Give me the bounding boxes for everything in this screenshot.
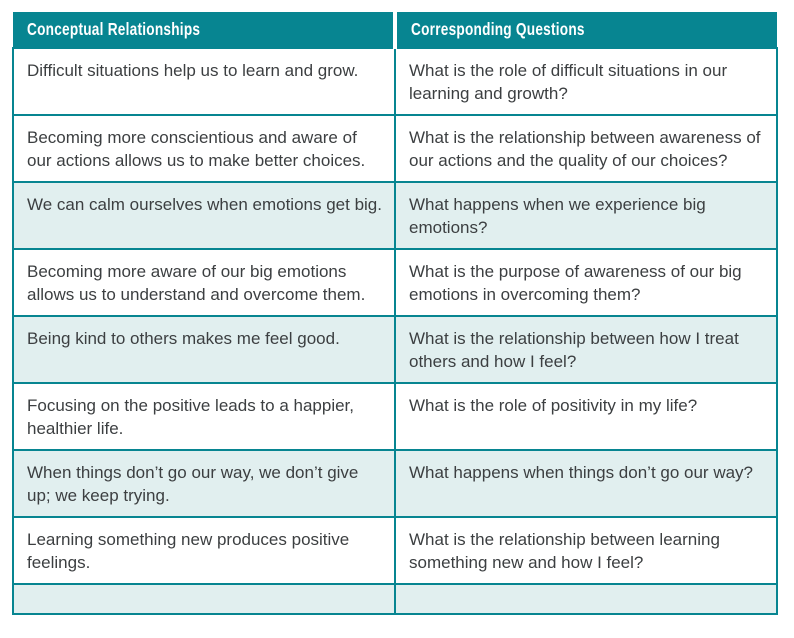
table-row: Focusing on the positive leads to a happ… — [12, 382, 778, 451]
relationship-cell: Being kind to others makes me feel good. — [12, 315, 396, 384]
question-cell: What is the relationship between learnin… — [394, 516, 778, 585]
table-row: Learning something new produces positive… — [12, 516, 778, 585]
question-cell: What happens when things don’t go our wa… — [394, 449, 778, 518]
conceptual-relationships-table: Conceptual Relationships Corresponding Q… — [12, 12, 778, 615]
relationship-cell — [12, 583, 396, 615]
relationship-cell: When things don’t go our way, we don’t g… — [12, 449, 396, 518]
question-cell: What happens when we experience big emot… — [394, 181, 778, 250]
relationship-cell: Learning something new produces positive… — [12, 516, 396, 585]
table-row: Difficult situations help us to learn an… — [12, 47, 778, 116]
table-header: Conceptual Relationships Corresponding Q… — [13, 12, 777, 48]
table-row: Becoming more conscientious and aware of… — [12, 114, 778, 183]
relationship-cell: We can calm ourselves when emotions get … — [12, 181, 396, 250]
table-row: When things don’t go our way, we don’t g… — [12, 449, 778, 518]
table-row — [12, 583, 778, 615]
question-cell: What is the role of difficult situations… — [394, 47, 778, 116]
relationship-cell: Difficult situations help us to learn an… — [12, 47, 396, 116]
table-row: Being kind to others makes me feel good.… — [12, 315, 778, 384]
question-cell: What is the role of positivity in my lif… — [394, 382, 778, 451]
relationship-cell: Becoming more conscientious and aware of… — [12, 114, 396, 183]
question-cell: What is the relationship between how I t… — [394, 315, 778, 384]
question-cell — [394, 583, 778, 615]
header-row: Conceptual Relationships Corresponding Q… — [13, 12, 777, 48]
relationship-cell: Focusing on the positive leads to a happ… — [12, 382, 396, 451]
question-cell: What is the relationship between awarene… — [394, 114, 778, 183]
table-row: Becoming more aware of our big emotions … — [12, 248, 778, 317]
header-cell-conceptual-relationships: Conceptual Relationships — [13, 12, 395, 48]
header-label: Corresponding Questions — [411, 19, 585, 39]
table-row: We can calm ourselves when emotions get … — [12, 181, 778, 250]
header-cell-corresponding-questions: Corresponding Questions — [393, 12, 777, 48]
table-body: Difficult situations help us to learn an… — [12, 47, 778, 615]
relationship-cell: Becoming more aware of our big emotions … — [12, 248, 396, 317]
header-label: Conceptual Relationships — [27, 19, 201, 39]
question-cell: What is the purpose of awareness of our … — [394, 248, 778, 317]
